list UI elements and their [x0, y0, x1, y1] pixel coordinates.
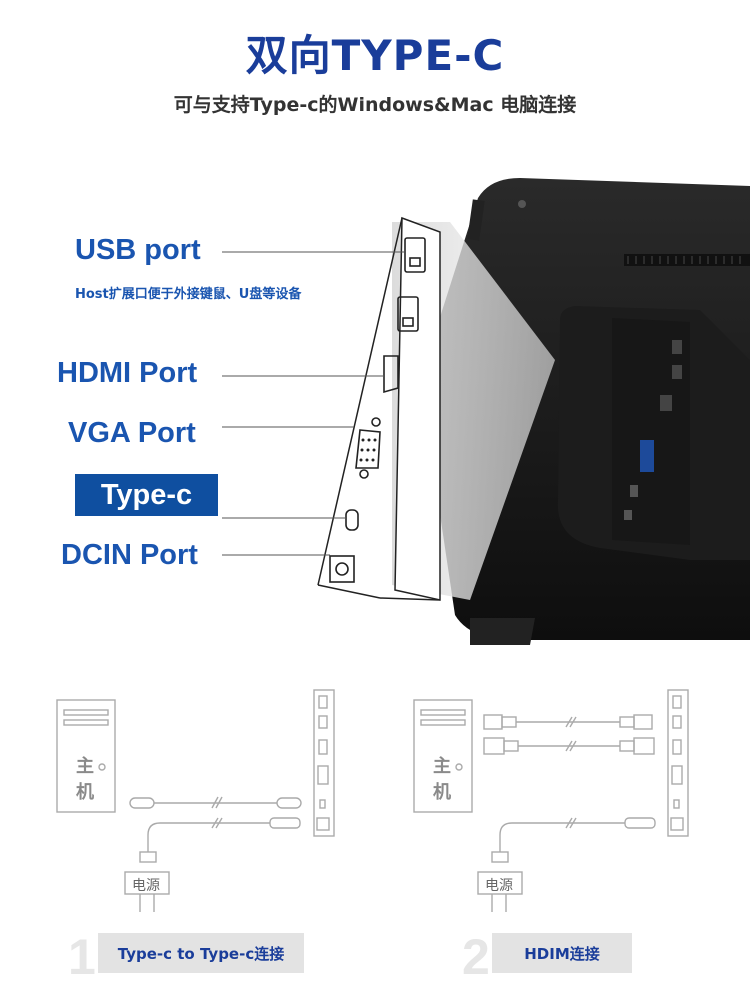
host-label-2b: 机 — [433, 782, 451, 803]
usb-port-icon — [404, 237, 426, 273]
step-number-2: 2 — [462, 929, 490, 985]
host-label-1a: 主 — [76, 756, 94, 777]
dcin-port-label: DCIN Port — [61, 539, 198, 571]
usb-port-2-icon — [397, 296, 419, 332]
usb-port-label: USB port — [75, 234, 201, 266]
panel-2 — [667, 689, 689, 837]
typec-port-icon — [345, 509, 359, 531]
panel-1 — [313, 689, 335, 837]
page-title: 双向TYPE-C — [245, 31, 505, 80]
host-pc-1 — [56, 699, 116, 813]
hdmi-port-label: HDMI Port — [57, 357, 198, 389]
vga-port-icon — [355, 429, 381, 469]
step-caption-2: HDIM连接 — [492, 933, 632, 973]
power-label-2: 电源 — [485, 878, 513, 894]
step-caption-1: Type-c to Type-c连接 — [98, 933, 304, 973]
dc-port-icon — [329, 555, 355, 583]
vga-port-label: VGA Port — [68, 417, 196, 449]
hdmi-port-icon — [383, 355, 399, 394]
power-adapter-1 — [124, 871, 170, 895]
power-adapter-2 — [477, 871, 523, 895]
typec-label: Type-c — [75, 474, 218, 516]
page-subtitle: 可与支持Type-c的Windows&Mac 电脑连接 — [173, 94, 577, 116]
host-label-2a: 主 — [433, 756, 451, 777]
host-pc-2 — [413, 699, 473, 813]
vent-grille — [624, 254, 750, 266]
power-label-1: 电源 — [132, 878, 160, 894]
host-label-1b: 机 — [76, 782, 94, 803]
usb-port-note: Host扩展口便于外接键鼠、U盘等设备 — [75, 287, 302, 302]
step-number-1: 1 — [68, 929, 96, 985]
